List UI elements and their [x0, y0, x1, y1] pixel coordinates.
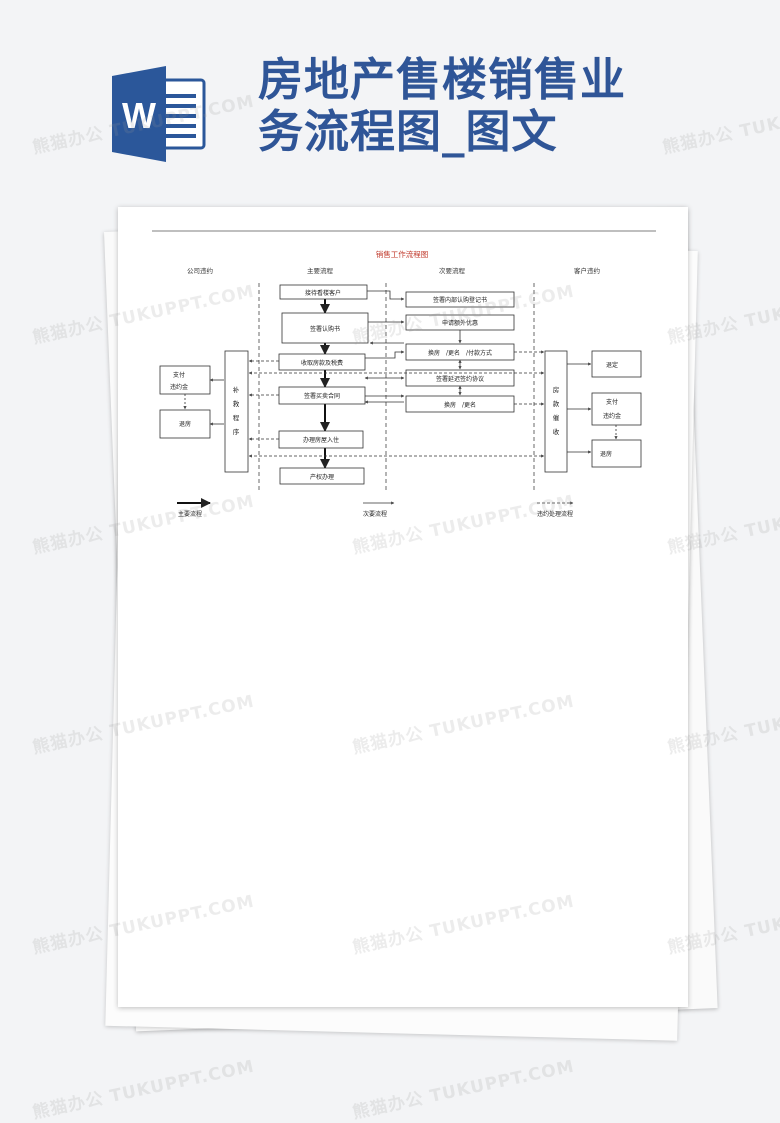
main-step-subscription-box	[281, 312, 369, 344]
company-remedy-char: 救	[233, 399, 240, 408]
customer-collection-char: 房	[553, 385, 560, 394]
main-step-title-deed-box	[279, 467, 365, 485]
diagram-title: 销售工作流程图	[376, 249, 429, 259]
secondary-flow-connector	[367, 290, 405, 301]
main-step-label: 签署买卖合同	[304, 392, 340, 400]
main-step-contract-box	[278, 386, 366, 405]
main-step-reception-box	[279, 284, 368, 300]
secondary-step-internal-registration-box	[405, 291, 515, 308]
company-remedy-char: 序	[233, 427, 240, 436]
customer-cancel-deposit-label: 退定	[606, 361, 618, 369]
customer-refund-box	[591, 439, 642, 468]
page-title: 房地产售楼销售业 务流程图_图文	[258, 54, 728, 158]
company-remedy-char: 补	[233, 385, 240, 394]
customer-collection-box	[544, 350, 568, 473]
legend-breach-flow-label: 违约处理流程	[537, 510, 573, 518]
column-header-customer: 客户违约	[574, 266, 600, 275]
customer-cancel-deposit-box	[591, 350, 642, 378]
company-remedy-label: 补 救 程 序	[233, 385, 240, 436]
main-step-move-in-box	[278, 430, 364, 449]
secondary-flow-connector	[365, 350, 405, 359]
secondary-step-label: 申请额外优惠	[442, 319, 478, 327]
secondary-step-label: 签署内部认购登记书	[433, 296, 487, 304]
main-step-label: 签署认购书	[310, 325, 340, 333]
customer-pay-penalty-box	[591, 392, 642, 426]
customer-pay-penalty-line: 违约金	[603, 412, 621, 420]
customer-pay-penalty-line: 支付	[606, 398, 618, 406]
company-remedy-char: 程	[233, 413, 240, 422]
company-pay-penalty-line: 违约金	[170, 383, 188, 391]
column-header-secondary: 次要流程	[439, 266, 466, 275]
main-step-label: 接待看楼客户	[305, 289, 341, 297]
customer-collection-label: 房 款 催 收	[553, 385, 560, 436]
column-header-main: 主要流程	[307, 266, 334, 275]
company-refund-box	[159, 409, 211, 439]
title-line-2: 务流程图_图文	[258, 105, 558, 158]
legend-main-flow-label: 主要流程	[178, 510, 202, 518]
company-refund-label: 退房	[179, 420, 191, 428]
main-step-label: 收取房款及税费	[301, 359, 343, 367]
secondary-step-label: 签署延迟签约协议	[436, 375, 484, 383]
company-pay-penalty-line: 支付	[173, 371, 185, 379]
word-logo-letter: W	[122, 95, 156, 136]
main-step-payment-box	[278, 353, 366, 371]
main-step-label: 产权办理	[310, 473, 334, 481]
main-step-label: 办理房屋入住	[303, 436, 339, 444]
column-header-company: 公司违约	[187, 266, 213, 275]
word-document-icon: W	[112, 66, 206, 162]
secondary-step-label: 换房 /更名 /付款方式	[428, 349, 492, 357]
title-line-1: 房地产售楼销售业	[258, 53, 627, 106]
legend-secondary-flow-label: 次要流程	[363, 510, 387, 518]
customer-collection-char: 收	[553, 427, 560, 436]
customer-refund-label: 退房	[600, 450, 612, 458]
company-pay-penalty-box	[159, 365, 211, 395]
customer-collection-char: 催	[553, 413, 560, 422]
header-banner: W 房地产售楼销售业 务流程图_图文	[0, 0, 780, 200]
company-remedy-box	[224, 350, 249, 473]
secondary-step-label: 换房 /更名	[444, 401, 476, 409]
document-page	[118, 207, 688, 1007]
customer-collection-char: 款	[553, 399, 560, 408]
